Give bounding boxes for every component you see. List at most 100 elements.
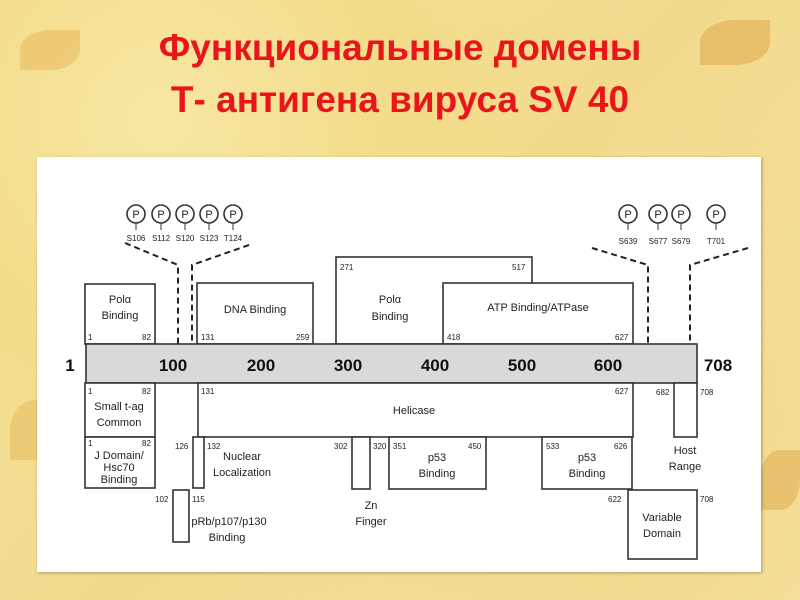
svg-text:450: 450 bbox=[468, 442, 482, 451]
phospho-icon: P S639 bbox=[618, 204, 638, 246]
svg-text:P: P bbox=[712, 209, 719, 221]
svg-text:82: 82 bbox=[142, 387, 151, 396]
svg-text:T701: T701 bbox=[707, 237, 726, 246]
svg-text:682: 682 bbox=[656, 388, 670, 397]
svg-text:708: 708 bbox=[700, 388, 714, 397]
svg-text:Zn: Zn bbox=[365, 500, 378, 512]
slide-title-line2: Т- антигена вируса SV 40 bbox=[170, 79, 630, 120]
svg-text:Binding: Binding bbox=[101, 474, 138, 486]
svg-text:S120: S120 bbox=[176, 234, 195, 243]
svg-text:Domain: Domain bbox=[643, 528, 681, 540]
svg-text:Binding: Binding bbox=[372, 311, 409, 323]
phospho-icon: P S120 bbox=[175, 204, 195, 243]
svg-text:P: P bbox=[205, 209, 212, 221]
svg-text:100: 100 bbox=[159, 356, 187, 375]
svg-text:320: 320 bbox=[373, 442, 387, 451]
svg-text:ATP Binding/ATPase: ATP Binding/ATPase bbox=[487, 302, 589, 314]
svg-text:Binding: Binding bbox=[102, 310, 139, 322]
svg-text:1: 1 bbox=[65, 356, 74, 375]
svg-text:Range: Range bbox=[669, 461, 701, 473]
svg-text:T124: T124 bbox=[224, 234, 243, 243]
phospho-icon: P S123 bbox=[199, 204, 219, 243]
svg-text:418: 418 bbox=[447, 333, 461, 342]
svg-text:627: 627 bbox=[615, 387, 629, 396]
phospho-connector-right-a bbox=[591, 247, 649, 344]
svg-text:102: 102 bbox=[155, 495, 169, 504]
svg-text:J Domain/: J Domain/ bbox=[94, 450, 144, 462]
svg-text:82: 82 bbox=[142, 439, 151, 448]
svg-text:Binding: Binding bbox=[569, 468, 606, 480]
svg-text:P: P bbox=[624, 209, 631, 221]
svg-text:Helicase: Helicase bbox=[393, 405, 435, 417]
phospho-connector-left-b bbox=[191, 244, 250, 344]
svg-text:DNA Binding: DNA Binding bbox=[224, 304, 286, 316]
svg-text:600: 600 bbox=[594, 356, 622, 375]
svg-text:P: P bbox=[181, 209, 188, 221]
svg-text:Hsc70: Hsc70 bbox=[103, 462, 134, 474]
svg-text:533: 533 bbox=[546, 442, 560, 451]
svg-text:Binding: Binding bbox=[419, 468, 456, 480]
svg-text:Polα: Polα bbox=[109, 294, 132, 306]
svg-text:Nuclear: Nuclear bbox=[223, 451, 261, 463]
svg-text:259: 259 bbox=[296, 333, 310, 342]
svg-text:p53: p53 bbox=[428, 452, 446, 464]
svg-text:400: 400 bbox=[421, 356, 449, 375]
svg-text:131: 131 bbox=[201, 333, 215, 342]
svg-text:1: 1 bbox=[88, 387, 93, 396]
phospho-connector-right-b bbox=[689, 247, 749, 344]
svg-text:Small t-ag: Small t-ag bbox=[94, 401, 144, 413]
svg-text:S106: S106 bbox=[127, 234, 146, 243]
svg-text:627: 627 bbox=[615, 333, 629, 342]
svg-text:200: 200 bbox=[247, 356, 275, 375]
svg-text:82: 82 bbox=[142, 333, 151, 342]
svg-text:S112: S112 bbox=[152, 234, 171, 243]
svg-text:Polα: Polα bbox=[379, 294, 402, 306]
svg-text:Common: Common bbox=[97, 417, 142, 429]
svg-text:S679: S679 bbox=[672, 237, 691, 246]
svg-text:626: 626 bbox=[614, 442, 628, 451]
phospho-icon: P S106 bbox=[126, 204, 146, 243]
slide-title-line1: Функциональные домены bbox=[158, 27, 642, 68]
svg-text:P: P bbox=[132, 209, 139, 221]
svg-text:1: 1 bbox=[88, 439, 93, 448]
svg-text:500: 500 bbox=[508, 356, 536, 375]
svg-text:351: 351 bbox=[393, 442, 407, 451]
svg-text:300: 300 bbox=[334, 356, 362, 375]
svg-text:P: P bbox=[654, 209, 661, 221]
svg-text:708: 708 bbox=[700, 495, 714, 504]
svg-text:115: 115 bbox=[192, 495, 205, 504]
svg-text:pRb/p107/p130: pRb/p107/p130 bbox=[191, 516, 266, 528]
svg-text:622: 622 bbox=[608, 495, 622, 504]
svg-text:517: 517 bbox=[512, 263, 526, 272]
svg-text:1: 1 bbox=[88, 333, 93, 342]
background-leaf bbox=[20, 30, 80, 70]
protein-axis-bar: 1 708 100 200 300 400 500 600 bbox=[65, 343, 732, 384]
svg-text:S123: S123 bbox=[200, 234, 219, 243]
svg-text:131: 131 bbox=[201, 387, 215, 396]
svg-text:Binding: Binding bbox=[209, 532, 246, 544]
domain-atp-binding: ATP Binding/ATPase 418 627 bbox=[442, 282, 634, 345]
svg-text:Finger: Finger bbox=[355, 516, 387, 528]
svg-text:Variable: Variable bbox=[642, 512, 682, 524]
svg-text:126: 126 bbox=[175, 442, 189, 451]
svg-text:S639: S639 bbox=[619, 237, 638, 246]
phospho-icon: P T701 bbox=[706, 204, 726, 246]
background-leaf bbox=[700, 20, 770, 65]
svg-text:p53: p53 bbox=[578, 452, 596, 464]
svg-text:132: 132 bbox=[207, 442, 221, 451]
svg-text:302: 302 bbox=[334, 442, 348, 451]
